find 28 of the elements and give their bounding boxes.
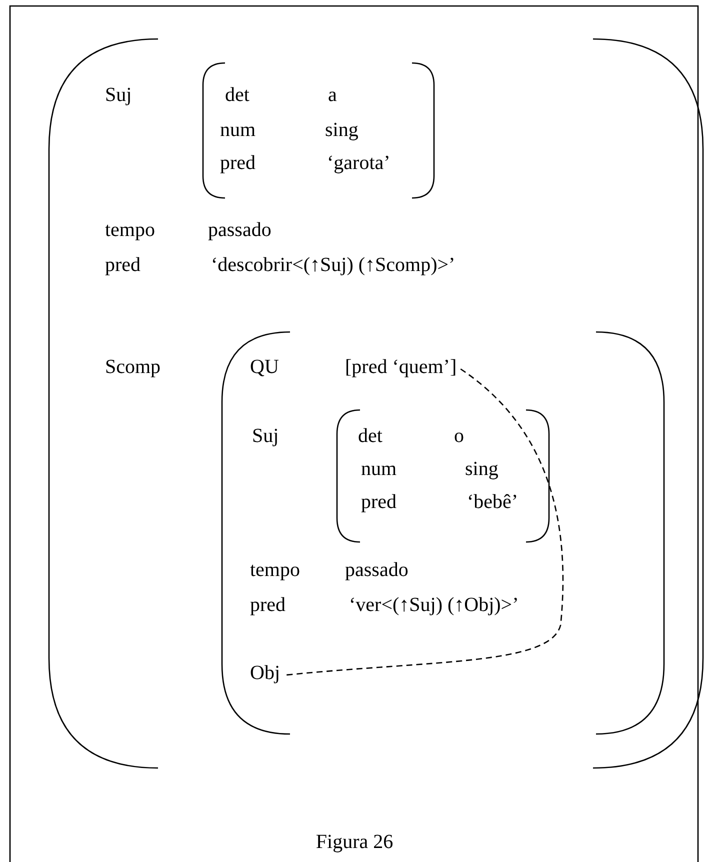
value-text: ‘descobrir<(↑Suj) (↑Scomp)>’	[211, 253, 456, 277]
value-text: ‘bebê’	[467, 490, 518, 514]
attribute-label: Suj	[105, 83, 132, 107]
value-text: passado	[208, 218, 272, 242]
attribute-label: num	[361, 457, 397, 481]
attribute-label: tempo	[250, 558, 300, 582]
attribute-label: pred	[105, 253, 141, 277]
attribute-label: Obj	[250, 661, 280, 685]
dashed-line	[286, 368, 564, 676]
value-text: ‘garota’	[327, 151, 390, 175]
attribute-label: QU	[250, 355, 279, 379]
attribute-label: det	[358, 424, 382, 448]
value-text: ‘ver<(↑Suj) (↑Obj)>’	[349, 593, 519, 617]
attribute-label: pred	[250, 593, 286, 617]
value-text: [pred ‘quem’]	[345, 355, 457, 379]
attribute-label: tempo	[105, 218, 155, 242]
attribute-label: det	[225, 83, 250, 107]
attribute-label: num	[220, 118, 256, 142]
attribute-label: Scomp	[105, 355, 161, 379]
value-text: o	[454, 424, 464, 448]
value-text: sing	[465, 457, 498, 481]
attribute-label: pred	[220, 151, 256, 175]
attribute-label: Suj	[252, 424, 279, 448]
value-text: sing	[325, 118, 358, 142]
value-text: a	[328, 83, 337, 107]
value-text: passado	[345, 558, 408, 582]
attribute-label: pred	[361, 490, 397, 514]
figure-caption: Figura 26	[314, 830, 394, 854]
